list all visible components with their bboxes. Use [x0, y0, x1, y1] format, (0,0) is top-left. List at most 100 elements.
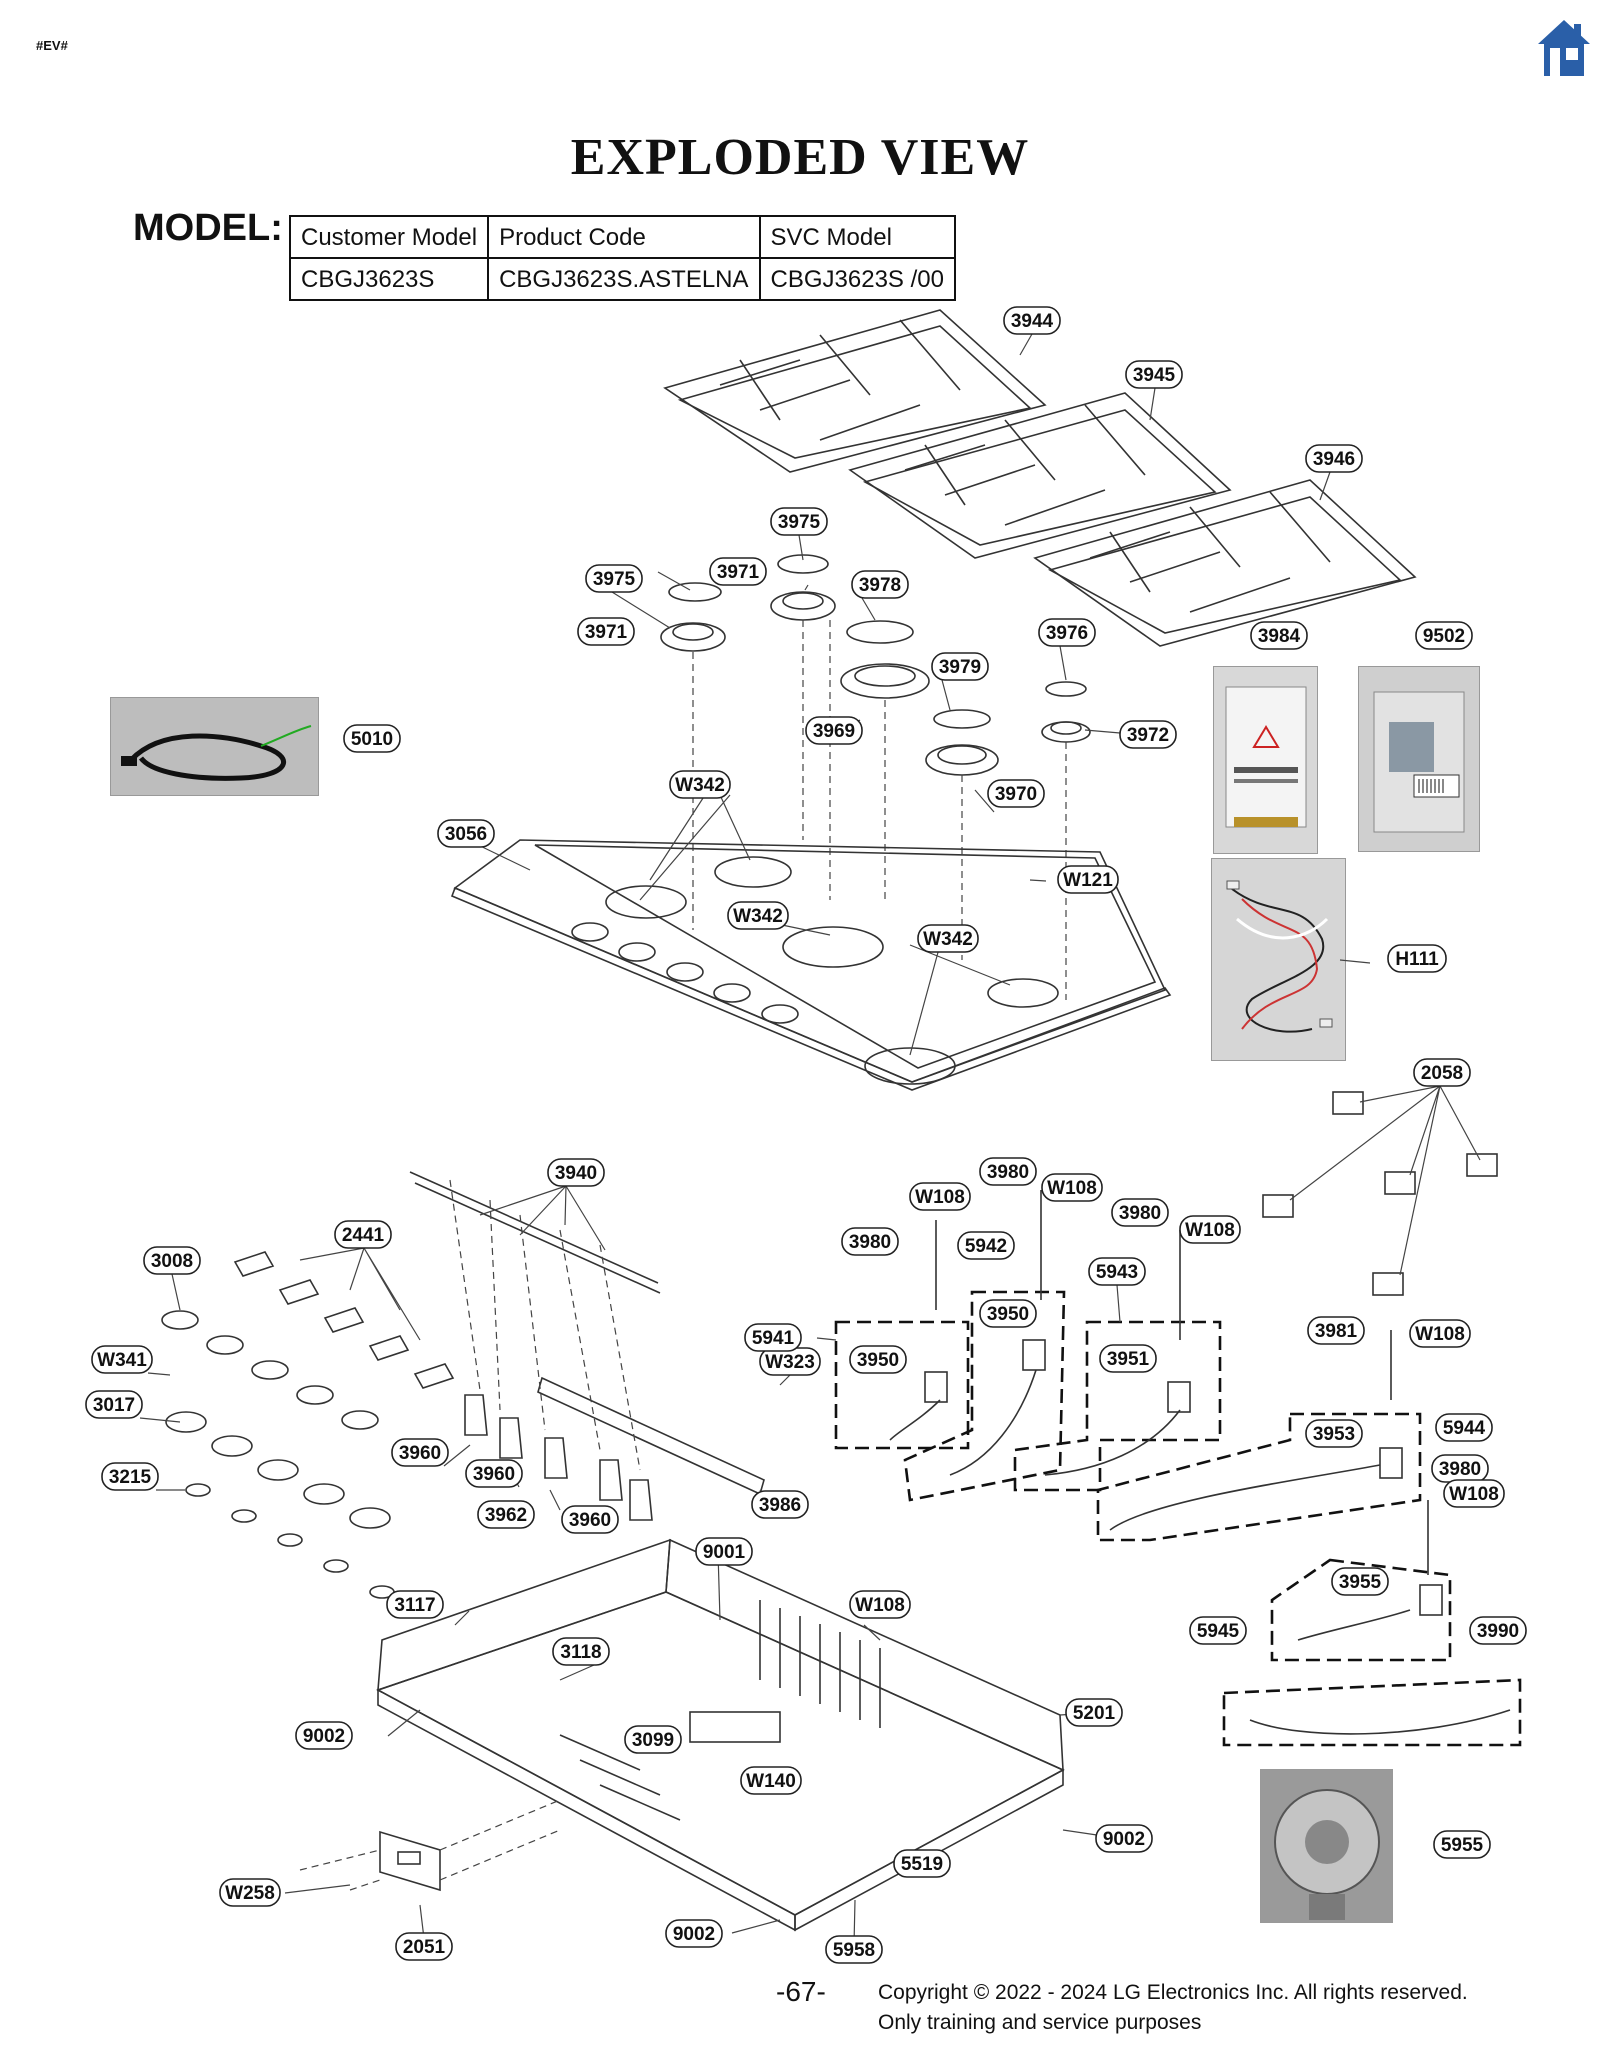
callout-3972: 3972 — [1119, 720, 1177, 749]
svg-text:2441: 2441 — [342, 1225, 385, 1246]
svg-text:3971: 3971 — [717, 562, 760, 583]
svg-text:3970: 3970 — [995, 784, 1037, 805]
callout-3117: 3117 — [386, 1590, 444, 1619]
callout-5944: 5944 — [1435, 1413, 1493, 1442]
svg-text:5519: 5519 — [901, 1854, 943, 1875]
callout-3008: 3008 — [143, 1246, 201, 1275]
svg-text:3976: 3976 — [1046, 623, 1088, 644]
callout-9502: 9502 — [1415, 621, 1473, 650]
callout-3969: 3969 — [805, 716, 863, 745]
callout-w108-c: W108 — [1179, 1215, 1241, 1244]
callout-3980-c: 3980 — [1111, 1198, 1169, 1227]
svg-text:W108: W108 — [855, 1595, 905, 1616]
svg-text:5944: 5944 — [1443, 1418, 1486, 1439]
svg-text:3099: 3099 — [632, 1730, 674, 1751]
callout-3960-c: 3960 — [561, 1505, 619, 1534]
copyright: Copyright © 2022 - 2024 LG Electronics I… — [878, 1978, 1468, 2038]
svg-text:5010: 5010 — [351, 729, 393, 750]
bracket-2051 — [379, 1830, 441, 1892]
model-value-customer: CBGJ3623S — [288, 257, 490, 301]
callout-3940: 3940 — [547, 1158, 605, 1187]
callout-3944: 3944 — [1003, 306, 1061, 335]
copyright-line-1: Copyright © 2022 - 2024 LG Electronics I… — [878, 1981, 1468, 2004]
callout-w121: W121 — [1057, 865, 1119, 894]
svg-text:2058: 2058 — [1421, 1063, 1463, 1084]
wire-harness-photo — [1211, 858, 1346, 1061]
svg-text:3215: 3215 — [109, 1467, 152, 1488]
svg-text:9002: 9002 — [1103, 1829, 1145, 1850]
group-5942 — [903, 1290, 1066, 1502]
callout-3953: 3953 — [1305, 1419, 1363, 1448]
svg-text:5943: 5943 — [1096, 1262, 1138, 1283]
group-3990 — [1222, 1678, 1522, 1747]
svg-text:9502: 9502 — [1423, 626, 1465, 647]
svg-text:3984: 3984 — [1258, 626, 1301, 647]
grate-center — [848, 392, 1232, 559]
callout-3980-d: 3980 — [1431, 1454, 1489, 1483]
callout-3962: 3962 — [477, 1500, 535, 1529]
svg-text:2051: 2051 — [403, 1937, 446, 1958]
svg-text:H111: H111 — [1395, 949, 1439, 970]
callout-3960-a: 3960 — [391, 1438, 449, 1467]
callout-3975-b: 3975 — [585, 564, 643, 593]
callout-3955: 3955 — [1331, 1567, 1389, 1596]
chassis — [376, 1538, 1065, 1932]
svg-text:3986: 3986 — [759, 1495, 801, 1516]
callout-3990: 3990 — [1469, 1616, 1527, 1645]
svg-text:W341: W341 — [97, 1350, 147, 1371]
svg-text:3972: 3972 — [1127, 725, 1169, 746]
grate-left — [663, 309, 1047, 473]
callout-3971-a: 3971 — [709, 557, 767, 586]
copyright-line-2: Only training and service purposes — [878, 2011, 1202, 2034]
callout-3118: 3118 — [552, 1637, 610, 1666]
callout-2441: 2441 — [334, 1220, 392, 1249]
callout-3976: 3976 — [1038, 618, 1096, 647]
callout-3951: 3951 — [1099, 1344, 1157, 1373]
svg-text:3969: 3969 — [813, 721, 855, 742]
model-table-value-row: CBGJ3623S CBGJ3623S.ASTELNA CBGJ3623S /0… — [288, 257, 956, 301]
home-icon[interactable] — [1536, 18, 1592, 78]
model-header-product: Product Code — [487, 215, 761, 259]
callout-w258: W258 — [219, 1878, 281, 1907]
conversion-kit-photo — [1358, 666, 1480, 852]
knobs — [161, 1251, 455, 1599]
cooktop-panel — [450, 839, 1172, 1091]
svg-text:W342: W342 — [675, 775, 725, 796]
callout-5955: 5955 — [1433, 1830, 1491, 1859]
svg-text:3953: 3953 — [1313, 1424, 1355, 1445]
svg-text:3980: 3980 — [987, 1162, 1029, 1183]
callout-5958: 5958 — [825, 1935, 883, 1964]
callout-3970: 3970 — [987, 779, 1045, 808]
power-cord-photo — [110, 697, 319, 796]
svg-text:3979: 3979 — [939, 657, 981, 678]
svg-text:9001: 9001 — [703, 1542, 746, 1563]
model-value-product: CBGJ3623S.ASTELNA — [487, 257, 761, 301]
svg-text:3975: 3975 — [778, 512, 821, 533]
svg-text:3951: 3951 — [1107, 1349, 1150, 1370]
svg-text:3017: 3017 — [93, 1395, 135, 1416]
group-5944 — [1096, 1412, 1422, 1542]
callout-3950-b: 3950 — [979, 1299, 1037, 1328]
callout-w342-c: W342 — [917, 924, 979, 953]
svg-text:3117: 3117 — [394, 1595, 435, 1616]
page-number: -67- — [776, 1976, 826, 2007]
grate-right — [1033, 479, 1417, 647]
callout-w108-f: W108 — [849, 1590, 911, 1619]
svg-text:3950: 3950 — [857, 1350, 899, 1371]
callout-w108-a: W108 — [909, 1182, 971, 1211]
callout-w140: W140 — [740, 1766, 802, 1795]
svg-text:3955: 3955 — [1339, 1572, 1382, 1593]
callout-3980-a: 3980 — [841, 1227, 899, 1256]
svg-text:5201: 5201 — [1073, 1703, 1116, 1724]
callout-3979: 3979 — [931, 652, 989, 681]
callout-w108-d: W108 — [1409, 1319, 1471, 1348]
callout-3945: 3945 — [1125, 360, 1183, 389]
svg-text:W121: W121 — [1063, 870, 1113, 891]
svg-text:3940: 3940 — [555, 1163, 597, 1184]
svg-text:5942: 5942 — [965, 1236, 1007, 1257]
svg-text:W342: W342 — [733, 906, 783, 927]
svg-text:3960: 3960 — [569, 1510, 611, 1531]
document-tag: #EV# — [36, 38, 68, 53]
svg-text:3962: 3962 — [485, 1505, 527, 1526]
